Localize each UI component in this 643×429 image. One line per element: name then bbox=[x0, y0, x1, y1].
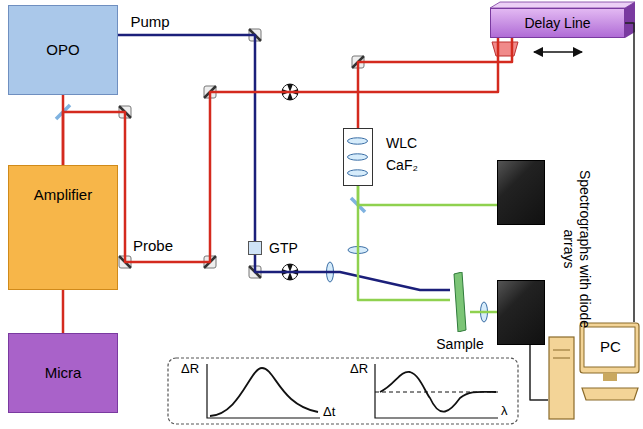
node-label: Sample bbox=[436, 336, 483, 352]
spectrum-curve bbox=[380, 372, 496, 412]
node-label: Micra bbox=[45, 364, 82, 381]
sample-plate bbox=[450, 272, 470, 332]
node-label: WLC bbox=[386, 135, 417, 151]
beam-connector bbox=[358, 38, 512, 128]
laser-box: OPO bbox=[8, 5, 118, 95]
spectrograph-box bbox=[497, 160, 545, 225]
lens-stack bbox=[344, 129, 371, 184]
beam-label: Pump bbox=[128, 14, 171, 31]
beam-connector bbox=[358, 186, 497, 205]
node-label: OPO bbox=[46, 41, 79, 58]
beam-connector bbox=[625, 23, 634, 322]
lens bbox=[348, 170, 368, 176]
axis-label: Δt bbox=[323, 405, 335, 419]
inset-frame bbox=[168, 358, 518, 424]
plot-axes bbox=[207, 364, 320, 418]
node-label: GTP bbox=[269, 240, 298, 256]
retro-reflector bbox=[492, 42, 518, 56]
node-label: Amplifier bbox=[34, 186, 92, 203]
polarizer-cube: GTP bbox=[248, 241, 262, 255]
beam-connector bbox=[255, 255, 450, 290]
axis-label: λ bbox=[501, 404, 508, 418]
spectrograph-box bbox=[497, 280, 545, 345]
sample-slab: Sample bbox=[450, 272, 470, 332]
beam-connector bbox=[470, 311, 497, 314]
axis-label: ΔR bbox=[350, 362, 368, 376]
beam-connector bbox=[530, 345, 548, 400]
white-light-cell: WLCCaF₂ bbox=[343, 128, 373, 186]
oscillator-box: Micra bbox=[8, 333, 118, 413]
axis-label: ΔR bbox=[181, 362, 199, 376]
node-label: PC bbox=[583, 327, 638, 367]
computer: PC bbox=[548, 322, 640, 422]
node-label: Delay Line bbox=[524, 15, 590, 31]
amplifier-box: Amplifier bbox=[8, 165, 118, 290]
beam-connector bbox=[118, 35, 255, 241]
spectrograph-pair: Spectrographs with diode arrays bbox=[497, 160, 545, 345]
lens bbox=[348, 154, 368, 160]
travel-arrow bbox=[534, 51, 582, 53]
kinetics-curve bbox=[210, 368, 318, 416]
beam-connector bbox=[63, 38, 498, 262]
plot-axes bbox=[375, 364, 498, 418]
beam-label: Probe bbox=[131, 238, 175, 255]
beam-connector bbox=[62, 290, 65, 333]
node-label: Spectrographs with diode arrays bbox=[561, 169, 593, 329]
beam-connector bbox=[358, 186, 450, 300]
lens bbox=[348, 138, 368, 144]
computer-drawing bbox=[548, 322, 640, 422]
delay-line-stage: Delay Line bbox=[490, 8, 625, 38]
node-label: CaF₂ bbox=[386, 157, 418, 173]
